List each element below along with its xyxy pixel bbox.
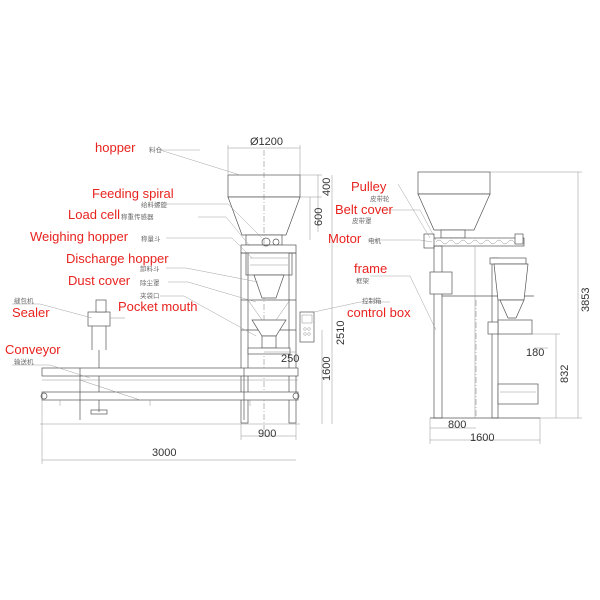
label-weighing-hopper-cn: 称量斗 bbox=[141, 234, 161, 243]
label-load-cell-cn: 称重传感器 bbox=[121, 212, 154, 221]
frame-front bbox=[240, 252, 297, 424]
label-conveyor: Conveyor bbox=[5, 342, 61, 357]
dim-2510: 2510 bbox=[335, 321, 347, 345]
label-load-cell: Load cell bbox=[68, 207, 120, 222]
dim-832: 832 bbox=[559, 365, 571, 383]
label-control-box-cn: 控制箱 bbox=[362, 296, 382, 305]
dim-180: 180 bbox=[526, 347, 544, 359]
label-hopper-cn: 料仓 bbox=[149, 145, 163, 154]
hopper-side bbox=[417, 171, 491, 239]
label-motor: Motor bbox=[328, 231, 362, 246]
front-view bbox=[40, 145, 333, 464]
label-frame-cn: 框架 bbox=[356, 276, 370, 285]
dim-900: 900 bbox=[258, 428, 276, 440]
label-motor-cn: 电机 bbox=[368, 236, 382, 245]
dimensions-front bbox=[41, 145, 333, 464]
dimensions-side bbox=[429, 171, 582, 444]
leader-lines bbox=[12, 149, 437, 379]
label-belt-cover: Belt cover bbox=[335, 202, 393, 217]
label-dust-cover-cn: 除尘罩 bbox=[140, 278, 160, 287]
hopper-front bbox=[227, 150, 301, 430]
label-conveyor-cn: 输送机 bbox=[14, 357, 34, 366]
label-belt-cover-cn: 皮带罩 bbox=[352, 216, 372, 225]
label-pulley: Pulley bbox=[351, 179, 387, 194]
dim-diameter-1200: Ø1200 bbox=[250, 136, 283, 148]
side-view bbox=[417, 171, 582, 444]
dim-600: 600 bbox=[313, 208, 325, 226]
label-feeding-spiral: Feeding spiral bbox=[92, 186, 174, 201]
conveyor-front bbox=[40, 367, 300, 420]
dim-250: 250 bbox=[281, 353, 299, 365]
label-control-box: control box bbox=[347, 305, 411, 320]
label-frame: frame bbox=[354, 261, 387, 276]
label-sealer-cn: 缝包机 bbox=[14, 296, 34, 305]
label-pocket-mouth: Pocket mouth bbox=[118, 299, 198, 314]
frame-side bbox=[429, 245, 540, 419]
dim-400: 400 bbox=[321, 178, 333, 196]
dim-1600-vertical: 1600 bbox=[321, 357, 333, 381]
label-pocket-mouth-cn: 夹袋口 bbox=[140, 291, 160, 300]
label-sealer: Sealer bbox=[12, 305, 50, 320]
dim-3000: 3000 bbox=[152, 447, 176, 459]
label-dust-cover: Dust cover bbox=[68, 273, 131, 288]
label-hopper: hopper bbox=[95, 140, 136, 155]
label-feeding-spiral-cn: 给料螺旋 bbox=[141, 200, 168, 209]
dim-1600-horizontal: 1600 bbox=[470, 432, 494, 444]
weighing-block-front bbox=[240, 237, 297, 299]
label-discharge-hopper-cn: 卸料斗 bbox=[140, 264, 160, 273]
label-pulley-cn: 皮带轮 bbox=[370, 194, 390, 203]
sealer-front bbox=[87, 299, 125, 415]
dim-800: 800 bbox=[448, 419, 466, 431]
label-discharge-hopper: Discharge hopper bbox=[66, 251, 169, 266]
dim-3853: 3853 bbox=[580, 288, 592, 312]
label-weighing-hopper: Weighing hopper bbox=[30, 229, 129, 244]
control-box-front bbox=[299, 311, 315, 343]
